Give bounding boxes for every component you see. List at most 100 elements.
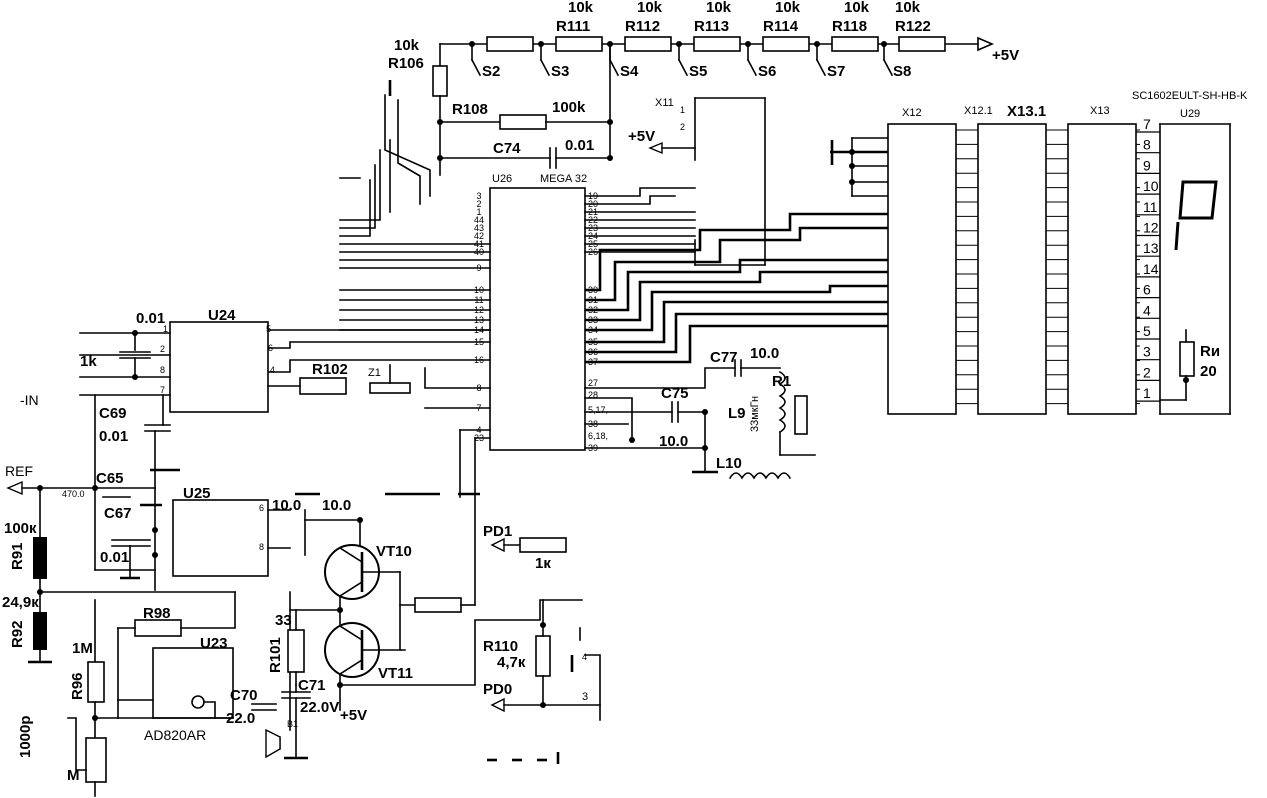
svg-text:R118: R118 <box>832 18 867 35</box>
svg-text:U26: U26 <box>492 173 512 185</box>
crystal-z1: Z1 <box>368 364 411 394</box>
resistor-r110: R110 4,7к <box>483 599 551 706</box>
svg-text:REF: REF <box>5 463 33 479</box>
plus5v-bottom-label: +5V <box>340 707 367 724</box>
svg-text:10k: 10k <box>895 0 921 16</box>
buzzer-b1: B1 <box>265 719 308 760</box>
svg-text:X12.1: X12.1 <box>964 105 993 117</box>
pd0-input: PD0 4 3 <box>483 627 601 764</box>
svg-text:B1: B1 <box>287 719 298 729</box>
resistor-r96: 1M R96 <box>69 599 105 739</box>
resistor-r103 <box>414 597 462 613</box>
u26-pin-label: 6,18, <box>588 431 608 441</box>
u29-pin-label: 9 <box>1143 157 1151 173</box>
u29-pin-label: 6 <box>1143 282 1151 298</box>
svg-text:C75: C75 <box>661 385 689 402</box>
svg-text:10k: 10k <box>394 37 420 54</box>
svg-text:470.0: 470.0 <box>62 489 85 499</box>
inductor-l9: L9 33мкГн <box>728 370 786 456</box>
arrow-pd1-icon <box>490 537 505 553</box>
resistor-r92: 24,9к R92 <box>2 594 52 664</box>
u26-pin-label: 43 <box>474 223 484 233</box>
svg-text:S3: S3 <box>551 63 569 80</box>
resistor-r111: 10k R111 S3 <box>539 0 603 80</box>
resistor-r113: 10k R113 S5 <box>677 0 741 80</box>
svg-text:2: 2 <box>160 344 165 354</box>
u26-pin-label: 3 <box>476 191 481 201</box>
svg-text:R106: R106 <box>388 55 424 72</box>
svg-text:8: 8 <box>259 542 264 552</box>
u29-pin-label: 2 <box>1143 364 1151 380</box>
resistor-r102: R102 <box>267 361 348 395</box>
svg-text:100к: 100к <box>4 520 37 537</box>
svg-text:S6: S6 <box>758 63 776 80</box>
resistor-r1x: R1 <box>772 373 808 435</box>
u26-pin-label: 5,17, <box>588 405 608 415</box>
svg-text:VT10: VT10 <box>376 543 412 560</box>
capacitor-c77: C77 10.0 <box>584 345 781 389</box>
svg-text:S4: S4 <box>620 63 639 80</box>
svg-text:0.01: 0.01 <box>99 428 128 445</box>
u26-pin-label: 1 <box>476 207 481 217</box>
u29-pin-label: 11 <box>1143 199 1158 215</box>
svg-text:24,9к: 24,9к <box>2 594 39 611</box>
svg-text:C71: C71 <box>298 677 326 694</box>
u26-pin-label: 28 <box>588 390 598 400</box>
capacitor-c75: C75 10.0 <box>584 385 706 450</box>
capacitor-c74: C74 0.01 <box>437 137 613 169</box>
svg-text:1M: 1M <box>72 640 93 657</box>
svg-text:R102: R102 <box>312 361 348 378</box>
speaker-icon <box>265 728 281 759</box>
svg-text:R110: R110 <box>483 638 518 655</box>
svg-text:VT11: VT11 <box>378 665 413 682</box>
svg-text:0.01: 0.01 <box>100 549 129 566</box>
u26-pin-label: 2 <box>476 199 481 209</box>
svg-text:PD0: PD0 <box>483 681 512 698</box>
connector-x13-1: X13.1 <box>977 103 1047 415</box>
svg-text:R1: R1 <box>772 373 791 390</box>
svg-text:R108: R108 <box>452 101 488 118</box>
svg-text:R101: R101 <box>267 637 284 673</box>
svg-text:10k: 10k <box>706 0 732 16</box>
u29-pin-label: 4 <box>1143 302 1151 318</box>
svg-text:22.0V: 22.0V <box>300 699 339 716</box>
svg-text:SC1602EULT-SH-HB-K: SC1602EULT-SH-HB-K <box>1132 90 1248 102</box>
svg-text:L9: L9 <box>728 405 746 422</box>
svg-text:X11: X11 <box>655 97 674 109</box>
svg-text:R111: R111 <box>556 18 590 35</box>
svg-text:4,7к: 4,7к <box>497 654 526 671</box>
svg-text:X13: X13 <box>1090 105 1110 117</box>
svg-text:1k: 1k <box>80 353 97 370</box>
svg-text:R114: R114 <box>763 18 799 35</box>
svg-text:100k: 100k <box>552 99 586 116</box>
svg-text:C70: C70 <box>230 687 258 704</box>
svg-text:33: 33 <box>275 612 292 629</box>
u29-pin-label: 8 <box>1143 137 1151 153</box>
mcu-u26: U26 MEGA 32 <box>489 173 587 451</box>
svg-text:R122: R122 <box>895 18 931 35</box>
u29-pin-label: 5 <box>1143 323 1151 339</box>
svg-text:R98: R98 <box>143 605 171 622</box>
svg-text:M: M <box>67 767 80 784</box>
arrow-plus5v-top-icon <box>977 36 995 52</box>
svg-text:C67: C67 <box>104 505 132 522</box>
svg-text:AD820AR: AD820AR <box>144 727 206 743</box>
capacitor-c65: C65 470.0 <box>62 470 131 499</box>
display-u29: SC1602EULT-SH-HB-K U29 Rи 20 <box>1132 90 1248 415</box>
svg-text:U24: U24 <box>208 307 236 324</box>
svg-text:MEGA 32: MEGA 32 <box>540 173 587 185</box>
svg-text:-IN: -IN <box>20 392 39 408</box>
opamp-u23: U23 AD820AR R98 <box>94 509 291 743</box>
resistor-r122: 10k R122 S8 <box>882 0 946 80</box>
pd1-input: PD1 1к <box>483 523 567 572</box>
svg-text:1000p: 1000p <box>17 715 34 758</box>
switch-s2-label: S2 <box>482 63 500 80</box>
u29-pin-label: 10 <box>1143 178 1159 194</box>
connector-x12-1: X12.1 <box>964 105 993 117</box>
u26-bottom-right-wiring <box>584 397 816 474</box>
svg-text:6: 6 <box>268 343 273 353</box>
svg-text:10.0: 10.0 <box>659 433 688 450</box>
svg-text:10k: 10k <box>775 0 801 16</box>
transistor-vt11: VT11 <box>324 622 413 682</box>
resistor-r106: 10k R106 <box>388 37 448 176</box>
